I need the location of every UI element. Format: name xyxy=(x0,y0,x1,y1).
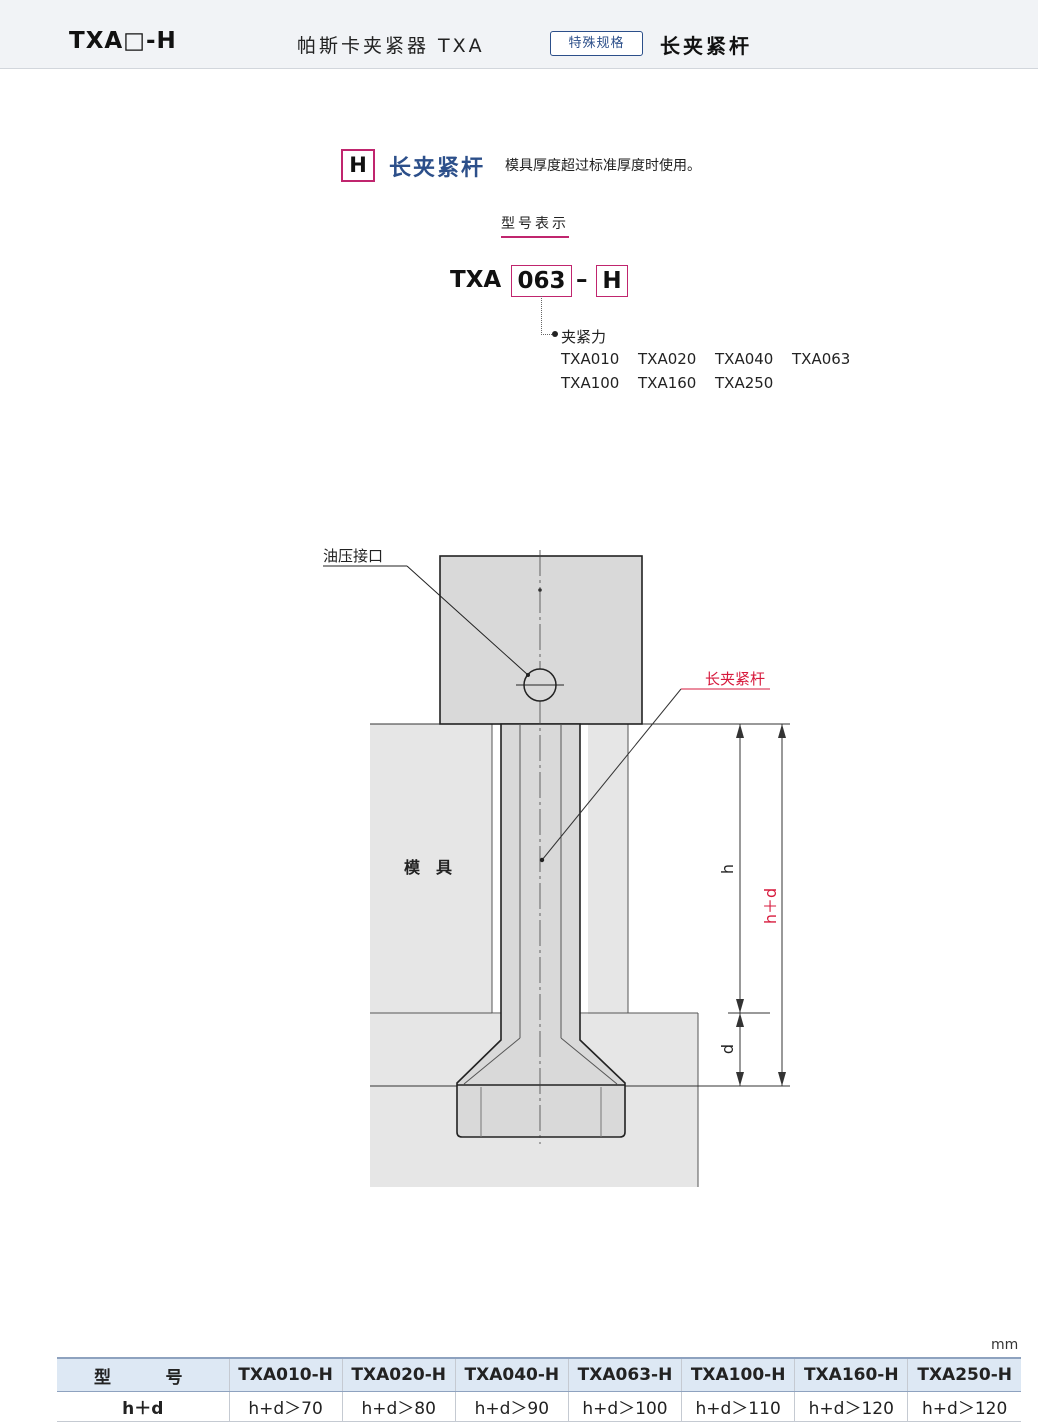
table-header-cell: TXA040-H xyxy=(455,1357,569,1392)
port-leader-dot xyxy=(526,673,530,677)
table-cell: h+d＞80 xyxy=(342,1391,456,1422)
header-title: 长夹紧杆 xyxy=(660,34,752,58)
table-header-row: 型 号 TXA010-H TXA020-H TXA040-H TXA063-H … xyxy=(57,1357,1021,1392)
header-bar: TXA□-H 帕斯卡夹紧器 TXA 特殊规格 长夹紧杆 xyxy=(0,0,1038,69)
clamping-force-label: 夹紧力 xyxy=(561,328,607,346)
unit-label: mm xyxy=(991,1337,1019,1353)
rod-flare-inner-right xyxy=(560,1037,618,1085)
dim-h-arrow-top xyxy=(736,724,744,738)
table-cell: h+d＞100 xyxy=(568,1391,683,1422)
table-cell: h+d＞120 xyxy=(907,1391,1021,1422)
table-row-label: h＋d xyxy=(57,1391,230,1422)
model-dash: – xyxy=(576,267,588,293)
dim-d-arrow-bottom xyxy=(736,1072,744,1086)
force-option: TXA040 xyxy=(715,350,774,368)
long-clamp-rod xyxy=(456,723,626,1138)
dim-d-arrow-top xyxy=(736,1013,744,1027)
port-leader-line xyxy=(406,565,529,676)
header-model-code: TXA□-H xyxy=(69,28,177,54)
force-option: TXA063 xyxy=(792,350,851,368)
force-option: TXA100 xyxy=(561,374,620,392)
model-leader-line xyxy=(541,296,554,335)
table-header-cell: TXA020-H xyxy=(342,1357,456,1392)
dim-hd-label: h＋d xyxy=(761,888,780,924)
dim-h-arrow-bottom xyxy=(736,999,744,1013)
force-option: TXA160 xyxy=(638,374,697,392)
table-cell: h+d＞70 xyxy=(229,1391,343,1422)
clamping-force-options-row-1: TXA010 TXA020 TXA040 TXA063 xyxy=(561,350,881,368)
table-cell: h+d＞120 xyxy=(794,1391,909,1422)
model-prefix: TXA xyxy=(450,267,502,293)
rod-flare-inner-left xyxy=(463,1037,521,1085)
model-leader-dot xyxy=(552,331,558,337)
long-rod-label: 长夹紧杆 xyxy=(705,670,765,688)
model-suffix-box: H xyxy=(596,265,628,297)
table-header-cell: TXA250-H xyxy=(907,1357,1021,1392)
model-designation-label: 型号表示 xyxy=(501,213,569,238)
spec-table: 型 号 TXA010-H TXA020-H TXA040-H TXA063-H … xyxy=(57,1357,1021,1422)
option-letter-box: H xyxy=(341,149,375,182)
section-title: 长夹紧杆 xyxy=(389,156,486,181)
section-description: 模具厚度超过标准厚度时使用。 xyxy=(505,158,701,174)
table-header-cell: TXA160-H xyxy=(794,1357,909,1392)
dim-h-label: h xyxy=(718,864,737,874)
table-header-cell: TXA010-H xyxy=(229,1357,343,1392)
force-option: TXA020 xyxy=(638,350,697,368)
table-cell: h+d＞110 xyxy=(681,1391,796,1422)
rod-leader-dot xyxy=(539,857,545,863)
center-mark xyxy=(538,588,542,592)
header-product-name: 帕斯卡夹紧器 TXA xyxy=(297,35,485,57)
hydraulic-port-label: 油压接口 xyxy=(323,547,383,565)
rod-leader-line xyxy=(541,688,682,861)
force-option: TXA250 xyxy=(715,374,774,392)
dim-hd-arrow-top xyxy=(778,724,786,738)
table-header-cell: TXA063-H xyxy=(568,1357,683,1392)
table-header-model: 型 号 xyxy=(57,1357,230,1392)
mold-label: 模 具 xyxy=(404,858,452,877)
force-option: TXA010 xyxy=(561,350,620,368)
table-header-cell: TXA100-H xyxy=(681,1357,796,1392)
clamping-force-options-row-2: TXA100 TXA160 TXA250 xyxy=(561,374,881,392)
dim-d-label: d xyxy=(718,1044,737,1054)
special-spec-badge: 特殊规格 xyxy=(550,31,643,56)
dim-hd-arrow-bottom xyxy=(778,1072,786,1086)
table-row: h＋d h+d＞70 h+d＞80 h+d＞90 h+d＞100 h+d＞110… xyxy=(57,1391,1021,1422)
table-cell: h+d＞90 xyxy=(455,1391,569,1422)
